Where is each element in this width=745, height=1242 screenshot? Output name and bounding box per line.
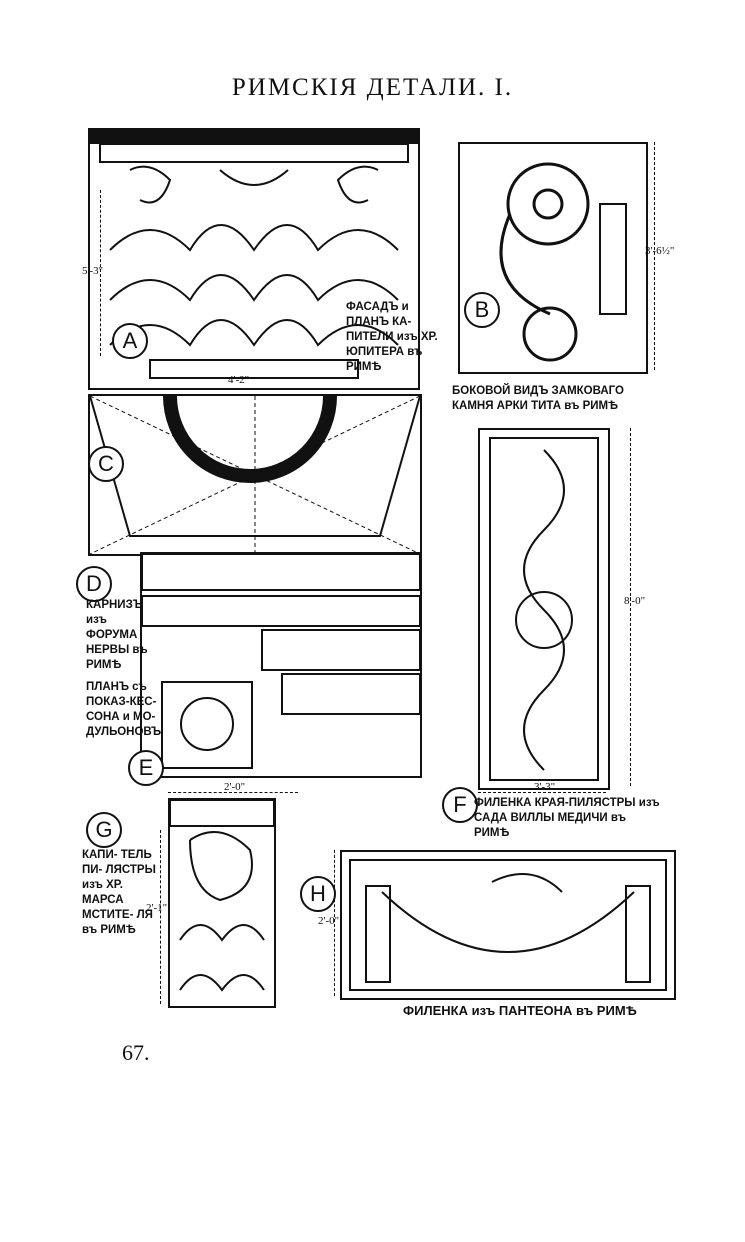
capital-illustration	[90, 130, 418, 379]
figure-c-letter: C	[88, 446, 124, 482]
figure-a-height-label: 5'-3"	[82, 265, 104, 277]
figure-f-width-label: 3'-3"	[534, 781, 556, 793]
figure-g-letter: G	[86, 812, 122, 848]
figure-a-width-label: 4'-2"	[228, 374, 250, 386]
figure-h-height-line	[334, 850, 335, 996]
pilaster-capital-illustration	[170, 800, 274, 992]
figure-f-caption: ФИЛЕНКА КРАЯ-ПИЛЯСТРЫ изъ САДА ВИЛЛЫ МЕД…	[474, 797, 660, 839]
figure-b-height-line	[654, 142, 655, 370]
page-title: РИМСКІЯ ДЕТАЛИ. I.	[231, 74, 514, 101]
figure-b-keystone-drawing	[458, 142, 648, 374]
figure-g-caption: КАПИ- ТЕЛЬ ПИ- ЛЯСТРЫ изъ ХР. МАРСА МСТИ…	[82, 849, 156, 936]
cornice-illustration	[142, 554, 420, 769]
figure-h-height-label: 2'-0"	[318, 915, 340, 927]
figure-g-height-label: 2'-1"	[146, 902, 168, 914]
figure-a-height-line	[100, 190, 101, 356]
figure-f-height-line	[630, 428, 631, 786]
figure-e-letter: E	[128, 750, 164, 786]
figure-h-caption: ФИЛЕНКА изъ ПАНТЕОНА въ РИМѢ	[403, 1003, 637, 1018]
keystone-illustration	[499, 162, 627, 362]
figure-f-panel-drawing	[478, 428, 610, 790]
figure-b-caption: БОКОВОЙ ВИДЪ ЗАМКОВАГО КАМНЯ АРКИ ТИТА в…	[452, 385, 624, 412]
figure-d-letter: D	[76, 566, 112, 602]
figure-a-letter: A	[112, 323, 148, 359]
figure-g-width-label: 2'-0"	[224, 781, 246, 793]
figure-b-height-label: 3'-6½"	[645, 245, 675, 257]
page-number: 67.	[122, 1040, 150, 1065]
coffer-illustration	[90, 396, 420, 554]
figure-d-cornice-drawing	[140, 552, 422, 778]
figure-h-letter: H	[300, 876, 336, 912]
figure-e-caption: ПЛАНЪ съ ПОКАЗ-КЕС- СОНА и МО- ДУЛЬОНОВЪ	[86, 681, 162, 738]
figure-a-caption: ФАСАДЪ и ПЛАНЪ КА- ПИТЕЛИ изъ ХР. ЮПИТЕР…	[346, 301, 438, 373]
figure-f-height-label: 8'-0"	[624, 595, 646, 607]
figure-b-letter: B	[464, 292, 500, 328]
figure-f-width-line	[478, 792, 606, 793]
pilaster-panel-illustration	[489, 437, 599, 781]
figure-d-caption: КАРНИЗЪ изъ ФОРУМА НЕРВЫ въ РИМѢ	[86, 599, 148, 671]
figure-c-coffer-drawing	[88, 394, 422, 556]
figure-g-capital-drawing	[168, 798, 276, 1008]
figure-h-panel-drawing	[340, 850, 676, 1000]
figure-g-height-line	[160, 830, 161, 1004]
pantheon-panel-illustration	[349, 859, 667, 991]
figure-f-letter: F	[442, 787, 478, 823]
figure-g-width-line	[168, 792, 298, 793]
